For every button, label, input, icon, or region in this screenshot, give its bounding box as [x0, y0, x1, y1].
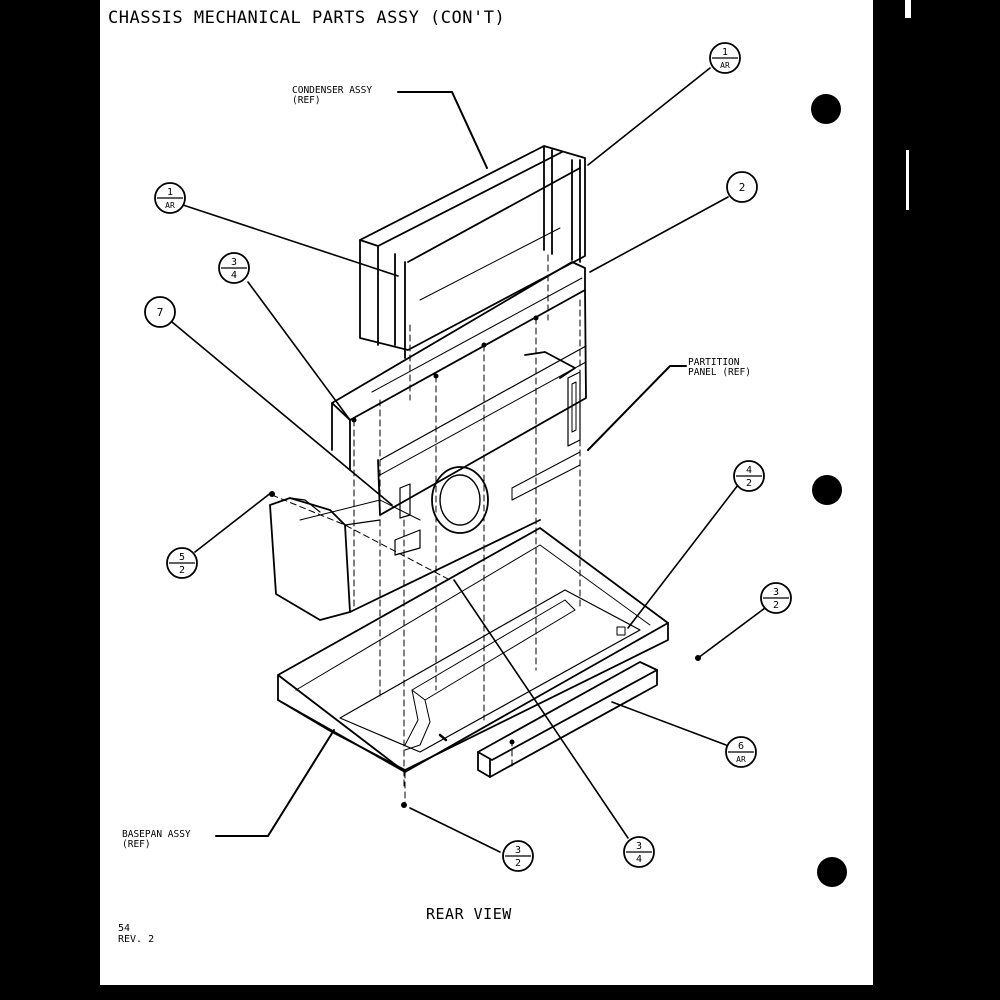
svg-text:4: 4 — [746, 465, 752, 476]
partition-leader — [587, 365, 687, 451]
callout-leaders — [171, 67, 766, 853]
binder-hole — [817, 857, 847, 887]
callout-3-4-bottom: 3 4 — [623, 836, 655, 868]
callout-1-ar: 1 AR — [709, 42, 741, 74]
basepan-assy-label: BASEPAN ASSY (REF) — [122, 829, 191, 850]
partition-panel — [331, 261, 587, 534]
svg-text:3: 3 — [773, 587, 779, 598]
callout-6-ar: 6 AR — [725, 736, 757, 768]
svg-text:2: 2 — [746, 478, 752, 489]
condenser-assy — [359, 145, 586, 359]
callout-7: 7 — [144, 296, 176, 328]
svg-text:6: 6 — [738, 741, 744, 752]
svg-text:4: 4 — [231, 270, 237, 281]
rail — [477, 661, 658, 778]
svg-text:3: 3 — [636, 841, 642, 852]
callout-3-2-bottom: 3 2 — [502, 840, 534, 872]
svg-text:2: 2 — [515, 858, 521, 869]
callout-2: 2 — [726, 171, 758, 203]
svg-text:2: 2 — [179, 565, 185, 576]
alignment-lines — [271, 254, 581, 806]
callout-3-2-right: 3 2 — [760, 582, 792, 614]
callout-5-2: 5 2 — [166, 547, 198, 579]
svg-text:AR: AR — [736, 755, 746, 764]
svg-text:5: 5 — [179, 552, 185, 563]
callout-3-4-top: 3 4 — [218, 252, 250, 284]
edge-mark — [905, 0, 911, 18]
edge-mark — [906, 150, 909, 210]
binder-hole — [811, 94, 841, 124]
fastener-dots — [269, 315, 701, 808]
condenser-assy-label: CONDENSER ASSY (REF) — [292, 85, 373, 106]
page-title: CHASSIS MECHANICAL PARTS ASSY (CON'T) — [108, 8, 506, 28]
svg-text:AR: AR — [165, 201, 175, 210]
svg-text:3: 3 — [231, 257, 237, 268]
svg-text:7: 7 — [157, 306, 164, 319]
condenser-leader — [397, 91, 488, 169]
svg-text:4: 4 — [636, 854, 642, 865]
svg-text:1: 1 — [722, 47, 728, 58]
callout-1-ar-left: 1 AR — [154, 182, 186, 214]
basepan — [277, 527, 669, 773]
partition-panel-label: PARTITION PANEL (REF) — [688, 357, 751, 378]
svg-text:AR: AR — [720, 61, 730, 70]
page-revision: 54 REV. 2 — [118, 923, 155, 945]
callout-4-2: 4 2 — [733, 460, 765, 492]
svg-text:2: 2 — [773, 600, 779, 611]
view-label: REAR VIEW — [426, 905, 512, 923]
basepan-leader — [215, 729, 335, 837]
binder-hole — [812, 475, 842, 505]
svg-text:1: 1 — [167, 187, 173, 198]
svg-text:3: 3 — [515, 845, 521, 856]
svg-text:2: 2 — [739, 181, 746, 194]
